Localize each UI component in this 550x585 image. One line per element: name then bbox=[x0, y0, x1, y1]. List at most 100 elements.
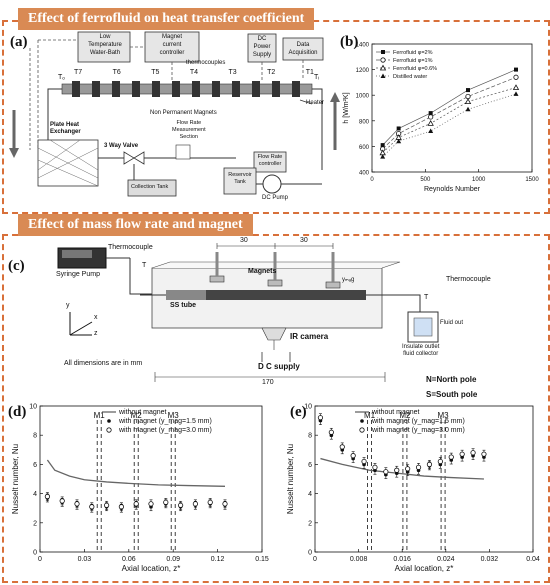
thermocouples-label: thermocouples bbox=[186, 60, 226, 66]
data-point bbox=[405, 466, 411, 472]
data-point bbox=[350, 453, 356, 459]
data-point bbox=[372, 464, 378, 470]
panel-d-label: (d) bbox=[8, 404, 27, 420]
axis-y-label: y bbox=[66, 302, 70, 309]
x-tick-label: 0.016 bbox=[393, 556, 411, 563]
magnet-label: M1 bbox=[94, 411, 106, 420]
data-point bbox=[514, 67, 518, 72]
data-point bbox=[470, 450, 476, 456]
y-axis-label: Nusselt number, Nu bbox=[11, 444, 20, 514]
legend-marker bbox=[380, 57, 386, 63]
data-point bbox=[396, 126, 401, 131]
data-point bbox=[428, 114, 434, 120]
panel-c-label: (c) bbox=[8, 258, 25, 274]
collection-tank-label: Collection Tank bbox=[131, 184, 169, 190]
section2-frame bbox=[2, 234, 550, 583]
data-point bbox=[328, 429, 334, 435]
data-point bbox=[178, 502, 184, 508]
y-tick-label: 10 bbox=[304, 404, 312, 411]
y-tick-label: 6 bbox=[308, 462, 312, 469]
dim1-label: 30 bbox=[240, 237, 248, 244]
y-axis-label: h [W/m²K] bbox=[343, 92, 350, 123]
temp-t7: T7 bbox=[74, 69, 83, 76]
magnet-label: M2 bbox=[131, 411, 143, 420]
x-axis-label: Reynolds Number bbox=[424, 186, 481, 193]
data-point bbox=[513, 74, 519, 80]
magnets-label: Magnets bbox=[248, 268, 277, 275]
ircam-label: IR camera bbox=[290, 332, 329, 341]
data-point bbox=[428, 128, 434, 134]
x-tick-label: 0.03 bbox=[78, 556, 92, 563]
data-point bbox=[133, 501, 139, 507]
t-left-label: T bbox=[142, 262, 147, 269]
data-point bbox=[317, 415, 324, 421]
temp-t3: T3 bbox=[228, 69, 237, 76]
legend-label: with magnet (y_mag=1.5 mm) bbox=[371, 418, 465, 425]
panel-b-label: (b) bbox=[340, 34, 359, 50]
pump-label: DC Pump bbox=[262, 195, 289, 201]
legend-marker bbox=[359, 427, 365, 433]
south-pole-label: S=South pole bbox=[426, 390, 478, 399]
data-point bbox=[148, 501, 154, 507]
heater-label: Heater bbox=[306, 100, 325, 106]
y-axis-label: Nusselt number, Nu bbox=[286, 444, 295, 514]
x-tick-label: 0.15 bbox=[255, 556, 269, 563]
legend-marker bbox=[107, 419, 111, 423]
data-point bbox=[361, 458, 367, 465]
fluid-out-label: Fluid out bbox=[440, 320, 464, 326]
x-tick-label: 0.008 bbox=[350, 556, 368, 563]
magnet-label: M3 bbox=[438, 411, 450, 420]
panel-e-label: (e) bbox=[290, 404, 307, 420]
dim-total-label: 170 bbox=[262, 379, 274, 386]
data-point bbox=[427, 120, 434, 126]
y-tick-label: 800 bbox=[359, 119, 370, 125]
x-tick-label: 500 bbox=[420, 177, 431, 183]
x-tick-label: 0.04 bbox=[526, 556, 540, 563]
y-tick-label: 2 bbox=[308, 520, 312, 527]
data-point bbox=[465, 93, 471, 100]
data-point bbox=[74, 501, 80, 507]
data-point bbox=[44, 493, 51, 500]
legend-label: with magnet (y_mag=3.0 mm) bbox=[118, 427, 212, 434]
data-point bbox=[339, 444, 345, 450]
legend-label: Ferrofluid φ=2% bbox=[393, 50, 433, 56]
x-tick-label: 1500 bbox=[525, 177, 539, 183]
thermo-right-label: Thermocouple bbox=[446, 276, 491, 283]
x-tick-label: 0.12 bbox=[211, 556, 225, 563]
north-pole-label: N=North pole bbox=[426, 375, 477, 384]
legend-label: Ferrofluid φ=1% bbox=[393, 58, 433, 64]
plot-frame bbox=[39, 405, 263, 553]
y-tick-label: 1400 bbox=[356, 43, 370, 49]
y-tick-label: 10 bbox=[29, 404, 37, 411]
dims-note: All dimensions are in mm bbox=[64, 360, 143, 367]
temp-t1: T1 bbox=[305, 69, 314, 76]
y-tick-label: 400 bbox=[359, 171, 370, 177]
y-tick-label: 0 bbox=[308, 550, 312, 557]
t-out-label: Tₒ bbox=[58, 74, 65, 81]
magnet-label: M1 bbox=[364, 411, 376, 420]
thermo-left-label: Thermocouple bbox=[108, 244, 153, 251]
data-point bbox=[428, 111, 433, 116]
y-tick-label: 8 bbox=[308, 433, 312, 440]
legend-marker bbox=[380, 73, 386, 78]
data-point bbox=[89, 504, 95, 510]
y-tick-label: 8 bbox=[33, 433, 37, 440]
legend-marker bbox=[360, 419, 364, 423]
legend-label: with magnet (y_mag=1.5 mm) bbox=[118, 418, 212, 425]
data-point bbox=[383, 469, 389, 475]
data-point bbox=[426, 461, 433, 468]
magnet-label: M2 bbox=[399, 411, 411, 420]
data-point bbox=[459, 451, 465, 457]
valve-label: 3 Way Valve bbox=[104, 143, 139, 149]
y-tick-label: 4 bbox=[33, 491, 37, 498]
legend-label: Distilled water bbox=[393, 74, 427, 80]
sstube-label: SS tube bbox=[170, 302, 197, 309]
series-line bbox=[46, 459, 226, 487]
data-point bbox=[192, 501, 198, 507]
